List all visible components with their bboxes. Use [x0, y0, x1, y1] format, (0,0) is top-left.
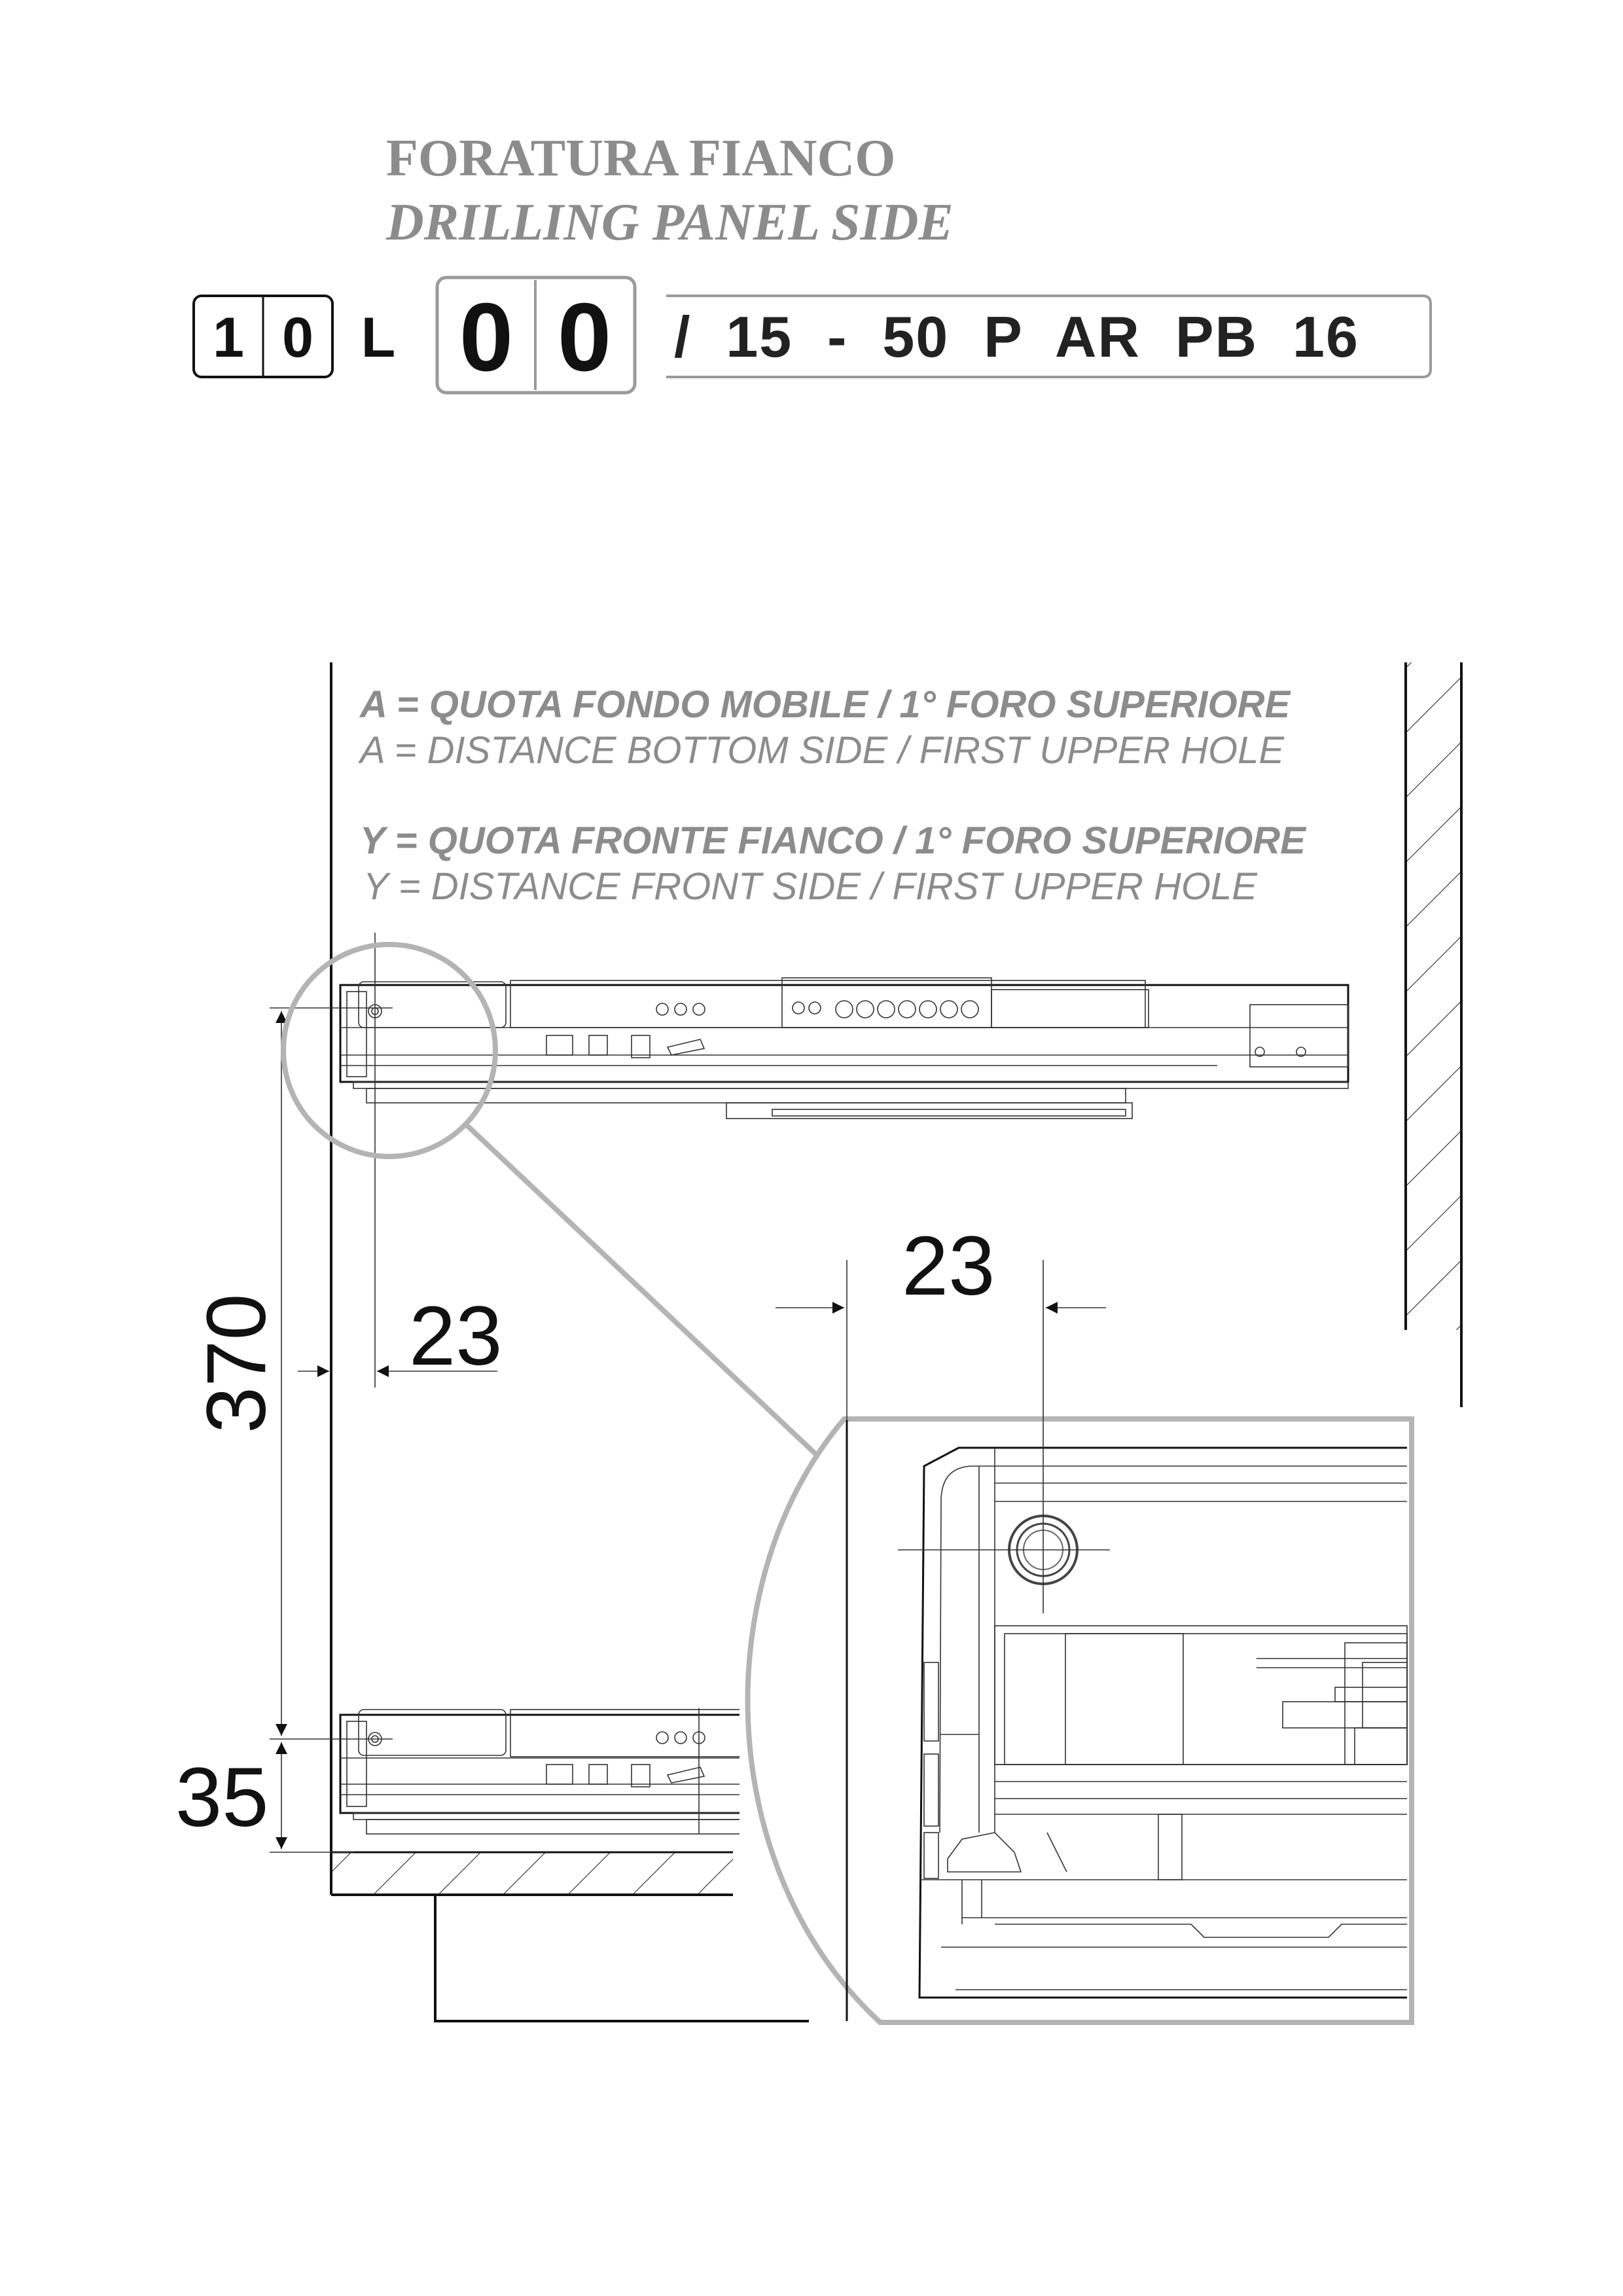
- definition-y-italian: Y = QUOTA FRONTE FIANCO / 1° FORO SUPERI…: [360, 819, 1307, 862]
- code-box-2-digit-1: 0: [459, 283, 513, 391]
- dimension-370: 370: [190, 1007, 393, 1740]
- code-box-1: [192, 295, 334, 378]
- title-english: DRILLING PANEL SIDE: [385, 194, 954, 251]
- definition-y-english: Y = DISTANCE FRONT SIDE / FIRST UPPER HO…: [363, 865, 1258, 908]
- dimension-23-detail-label: 23: [902, 1219, 995, 1313]
- dimension-35-label: 35: [175, 1751, 268, 1844]
- code-box-1-digit-2: 0: [282, 306, 313, 369]
- upper-runner: [339, 977, 1349, 1119]
- title-block: FORATURA FIANCO DRILLING PANEL SIDE: [385, 130, 954, 251]
- detail-circle: [281, 942, 498, 1159]
- code-suffix: / 15 - 50 P AR PB 16: [674, 304, 1359, 369]
- definition-a-italian: A = QUOTA FONDO MOBILE / 1° FORO SUPERIO…: [359, 683, 1292, 726]
- product-code: 1 0 L 0 0 / 15 - 50 P AR PB 16: [192, 276, 1432, 395]
- title-italian: FORATURA FIANCO: [386, 130, 896, 187]
- dimension-370-label: 370: [190, 1293, 283, 1433]
- plinth: [434, 1895, 809, 2022]
- definition-a-english: A = DISTANCE BOTTOM SIDE / FIRST UPPER H…: [358, 729, 1285, 772]
- back-panel-hatch: [1406, 662, 1461, 1330]
- detail-frame: [745, 1416, 1414, 2025]
- definitions: A = QUOTA FONDO MOBILE / 1° FORO SUPERIO…: [358, 683, 1307, 908]
- cabinet-section: [330, 662, 1463, 2022]
- dimension-23-front: 23: [298, 933, 502, 1388]
- dimension-23-front-label: 23: [409, 1289, 502, 1383]
- code-box-2: [435, 276, 637, 395]
- lower-runner: [339, 1709, 740, 1835]
- code-box-1-digit-1: 1: [213, 306, 244, 369]
- bottom-panel-hatch: [331, 1852, 733, 1895]
- code-suffix-frame: [666, 295, 1432, 378]
- dimension-23-detail: 23: [776, 1219, 1106, 1420]
- code-letter: L: [361, 306, 396, 369]
- dimension-35: 35: [175, 1742, 353, 1853]
- detail-callout: [281, 942, 1414, 2025]
- detail-view: [846, 1260, 1408, 2021]
- code-box-2-digit-2: 0: [558, 283, 611, 391]
